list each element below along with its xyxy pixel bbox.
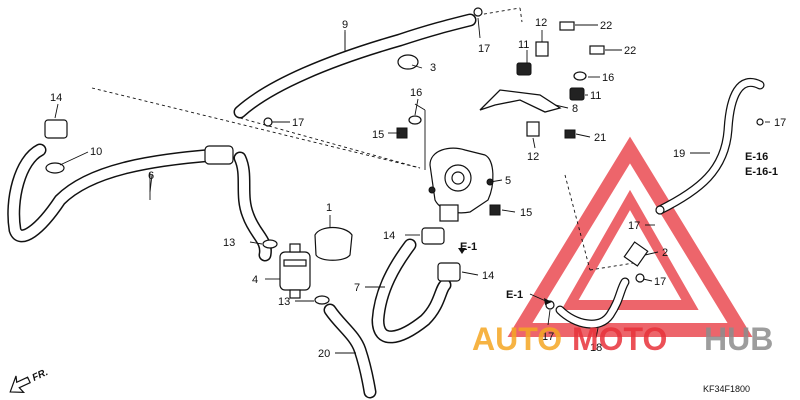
callout-1: 1 xyxy=(326,202,332,214)
callout-21: 21 xyxy=(594,132,606,144)
ref-e16-1: E-16-1 xyxy=(745,166,778,178)
callout-leaders xyxy=(54,17,770,354)
callout-15: 15 xyxy=(372,129,384,141)
callout-3: 3 xyxy=(430,62,436,74)
small-parts xyxy=(44,7,764,310)
callout-17: 17 xyxy=(654,276,666,288)
callout-2: 2 xyxy=(662,247,668,259)
callout-4: 4 xyxy=(252,274,258,286)
callout-14: 14 xyxy=(383,230,395,242)
ref-e16: E-16 xyxy=(745,151,768,163)
callout-17: 17 xyxy=(292,117,304,129)
callout-18: 18 xyxy=(590,342,602,354)
watermark-logo xyxy=(507,136,753,337)
callout-5: 5 xyxy=(505,175,511,187)
fuel-filter-4 xyxy=(279,243,311,299)
section-references: E-1 E-1 E-16 E-16-1 xyxy=(458,151,778,305)
watermark-moto: MOTO xyxy=(572,321,667,357)
hose-7 xyxy=(371,238,452,344)
fuel-pump-5 xyxy=(428,147,494,222)
callout-6: 6 xyxy=(148,170,154,182)
callout-22: 22 xyxy=(600,20,612,32)
diagram-code: KF34F1800 xyxy=(703,384,750,394)
callout-14: 14 xyxy=(482,270,494,282)
callout-17: 17 xyxy=(542,331,554,343)
hose-18 xyxy=(555,277,630,329)
callout-11: 11 xyxy=(518,39,529,51)
callout-22: 22 xyxy=(624,45,636,57)
callout-9: 9 xyxy=(342,19,348,31)
callout-20: 20 xyxy=(318,348,330,360)
front-direction-arrow: FR. xyxy=(9,367,50,393)
callout-17: 17 xyxy=(628,220,640,232)
callout-10: 10 xyxy=(90,146,102,158)
callout-8: 8 xyxy=(572,103,578,115)
callout-17: 17 xyxy=(478,43,490,55)
callout-14: 14 xyxy=(50,92,62,104)
bracket-8 xyxy=(479,89,562,113)
watermark-hub: HUB xyxy=(704,321,773,357)
ref-e1-bottom: E-1 xyxy=(506,289,523,301)
callout-labels: 14 10 6 9 3 16 15 17 17 12 11 22 22 16 1… xyxy=(50,17,786,360)
front-label: FR. xyxy=(31,367,50,384)
callout-11: 11 xyxy=(590,90,601,102)
callout-19: 19 xyxy=(673,148,685,160)
callout-13: 13 xyxy=(278,296,290,308)
callout-15: 15 xyxy=(520,207,532,219)
leader-lines xyxy=(91,7,641,271)
callout-17: 17 xyxy=(774,117,786,129)
callout-16: 16 xyxy=(410,87,422,99)
watermark-auto: AUTO xyxy=(472,321,562,357)
rubber-mount-1 xyxy=(314,226,353,261)
callout-7: 7 xyxy=(354,282,360,294)
watermark-text: AUTO MOTO HUB xyxy=(472,321,773,357)
callout-13: 13 xyxy=(223,237,235,249)
callout-12: 12 xyxy=(535,17,547,29)
hose-19 xyxy=(655,78,765,215)
callout-16: 16 xyxy=(602,72,614,84)
hose-20 xyxy=(323,303,377,399)
callout-12: 12 xyxy=(527,151,539,163)
